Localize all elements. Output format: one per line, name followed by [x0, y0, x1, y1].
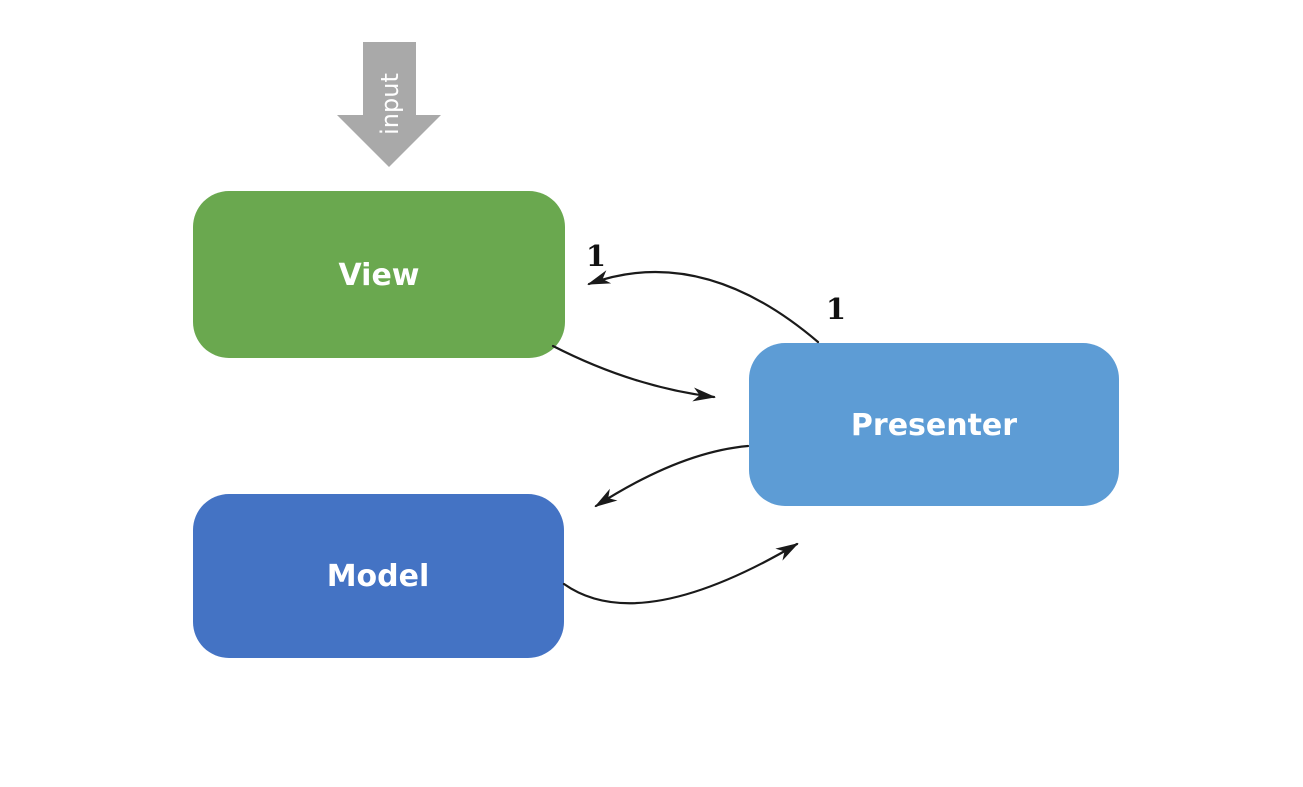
- presenter-node-label: Presenter: [851, 408, 1017, 443]
- view-node: [193, 191, 565, 358]
- connector-model-to-presenter: [562, 542, 799, 605]
- model-node: [193, 494, 564, 658]
- connector-presenter-to-view: [587, 270, 820, 344]
- multiplicity-label-presenter: 1: [826, 292, 846, 326]
- connector-view-to-presenter: [551, 344, 716, 402]
- connector-presenter-to-model: [594, 444, 750, 508]
- view-node-label: View: [338, 258, 419, 293]
- input-arrow-icon: [337, 42, 441, 167]
- model-node-label: Model: [327, 559, 430, 594]
- input-arrow-label: input: [376, 73, 404, 135]
- multiplicity-label-view: 1: [586, 239, 606, 273]
- presenter-node: [749, 343, 1119, 506]
